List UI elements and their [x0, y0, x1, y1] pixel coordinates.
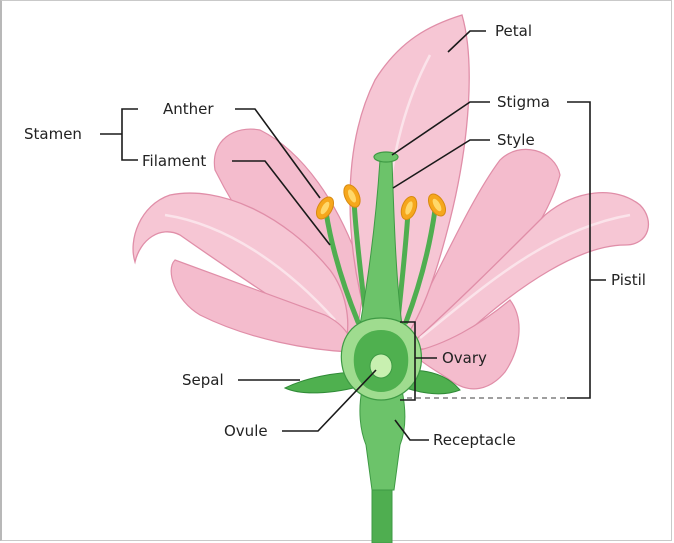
label-stamen: Stamen	[24, 125, 82, 143]
label-stigma: Stigma	[497, 93, 550, 111]
label-receptacle: Receptacle	[433, 431, 516, 449]
label-filament: Filament	[142, 152, 206, 170]
label-pistil: Pistil	[611, 271, 646, 289]
ovule	[370, 354, 392, 378]
label-ovary: Ovary	[442, 349, 487, 367]
label-anther: Anther	[163, 100, 214, 118]
label-style: Style	[497, 131, 535, 149]
label-sepal: Sepal	[182, 371, 224, 389]
label-petal: Petal	[495, 22, 532, 40]
stamen-bracket	[100, 109, 138, 160]
label-ovule: Ovule	[224, 422, 268, 440]
receptacle	[360, 390, 405, 490]
